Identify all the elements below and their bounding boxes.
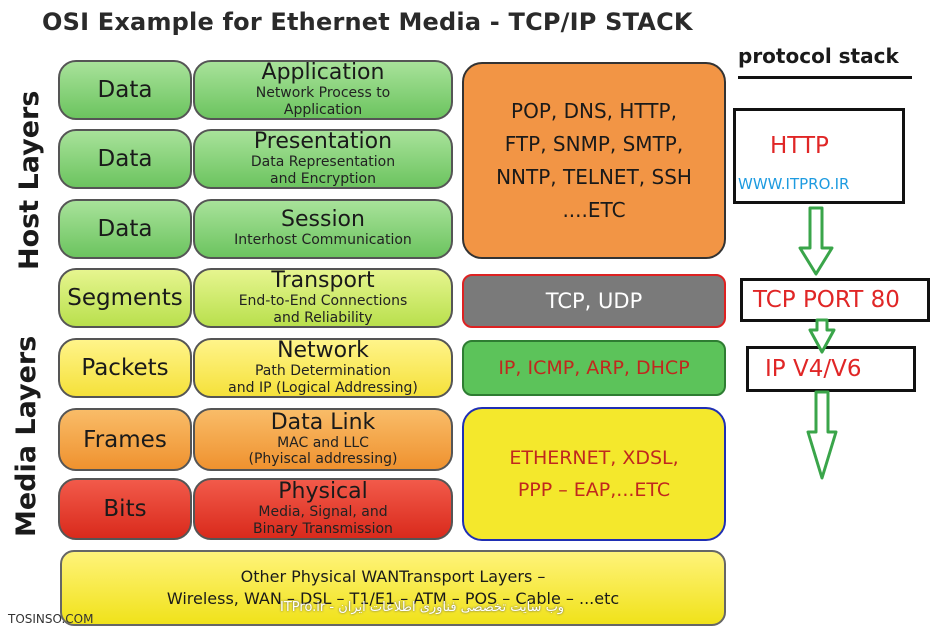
unit-label: Data bbox=[97, 146, 153, 172]
tcp-port-box: TCP PORT 80 bbox=[740, 278, 930, 322]
layer-desc: Binary Transmission bbox=[253, 520, 393, 537]
watermark-center: ITPro.ir - وب سایت تخصصی فناوری اطلاعات … bbox=[280, 600, 565, 615]
layer-data-link: Data Link MAC and LLC (Phyiscal addressi… bbox=[193, 408, 453, 471]
unit-bits: Bits bbox=[58, 478, 192, 540]
layer-desc: Network Process to bbox=[255, 85, 391, 102]
layer-name: Transport bbox=[271, 268, 375, 294]
layer-desc: Application bbox=[283, 101, 363, 118]
unit-data-application: Data bbox=[58, 60, 192, 120]
layer-session: Session Interhost Communication bbox=[193, 199, 453, 259]
unit-packets: Packets bbox=[58, 338, 192, 398]
stack-arrows bbox=[798, 206, 838, 480]
layer-desc: and Reliability bbox=[273, 309, 373, 326]
application-protocols-box: POP, DNS, HTTP, FTP, SNMP, SMTP, NNTP, T… bbox=[462, 62, 726, 259]
protocol-line: POP, DNS, HTTP, bbox=[511, 98, 677, 123]
layer-desc: Path Determination bbox=[254, 363, 391, 380]
ip-version-label: IP V4/V6 bbox=[765, 356, 862, 382]
unit-data-session: Data bbox=[58, 199, 192, 259]
other-wan-layers-box: Other Physical WANTransport Layers – Wir… bbox=[60, 550, 726, 626]
heading-underline bbox=[738, 76, 912, 79]
layer-desc: Interhost Communication bbox=[234, 232, 412, 249]
protocol-line: ....ETC bbox=[562, 197, 626, 222]
unit-label: Data bbox=[97, 216, 153, 242]
unit-label: Data bbox=[97, 77, 153, 103]
layer-desc: Media, Signal, and bbox=[258, 504, 388, 521]
arrow-down-icon bbox=[808, 318, 836, 354]
unit-label: Segments bbox=[67, 285, 183, 311]
bottom-line: Wireless, WAN – DSL – T1/E1 – ATM – POS … bbox=[166, 589, 620, 608]
http-label: HTTP bbox=[770, 133, 829, 159]
layer-physical: Physical Media, Signal, and Binary Trans… bbox=[193, 478, 453, 540]
layer-name: Session bbox=[281, 207, 365, 233]
layer-name: Presentation bbox=[253, 129, 393, 155]
protocol-line: NNTP, TELNET, SSH bbox=[496, 164, 692, 189]
layer-desc: and Encryption bbox=[270, 170, 376, 187]
unit-label: Bits bbox=[103, 496, 147, 522]
ip-version-box: IP V4/V6 bbox=[746, 346, 916, 392]
unit-label: Packets bbox=[81, 355, 169, 381]
layer-network: Network Path Determination and IP (Logic… bbox=[193, 338, 453, 398]
layer-desc: (Phyiscal addressing) bbox=[248, 451, 398, 467]
protocol-stack-heading: protocol stack bbox=[738, 44, 899, 68]
tcp-port-label: TCP PORT 80 bbox=[753, 287, 900, 313]
transport-protocols-box: TCP, UDP bbox=[462, 274, 726, 328]
unit-data-presentation: Data bbox=[58, 129, 192, 189]
layer-name: Application bbox=[261, 60, 385, 86]
layer-presentation: Presentation Data Representation and Enc… bbox=[193, 129, 453, 189]
unit-segments: Segments bbox=[58, 268, 192, 328]
layer-transport: Transport End-to-End Connections and Rel… bbox=[193, 268, 453, 328]
layer-name: Physical bbox=[278, 479, 368, 505]
host-layers-label: Host Layers bbox=[14, 90, 45, 270]
layer-name: Network bbox=[277, 338, 369, 364]
media-layers-label: Media Layers bbox=[11, 335, 42, 537]
protocol-line: ETHERNET, XDSL, bbox=[509, 446, 679, 469]
watermark-left: TOSINSO.COM bbox=[8, 612, 94, 626]
layer-desc: Data Representation bbox=[250, 154, 396, 171]
diagram-title: OSI Example for Ethernet Media - TCP/IP … bbox=[42, 8, 693, 36]
link-protocols-box: ETHERNET, XDSL, PPP – EAP,...ETC bbox=[462, 407, 726, 541]
arrow-down-icon bbox=[806, 390, 838, 480]
site-label: WWW.ITPRO.IR bbox=[738, 175, 850, 193]
http-box: HTTP WWW.ITPRO.IR bbox=[733, 108, 905, 204]
layer-desc: End-to-End Connections bbox=[238, 293, 408, 310]
network-protocols-box: IP, ICMP, ARP, DHCP bbox=[462, 340, 726, 396]
unit-frames: Frames bbox=[58, 408, 192, 471]
layer-application: Application Network Process to Applicati… bbox=[193, 60, 453, 120]
protocol-line: PPP – EAP,...ETC bbox=[517, 479, 671, 501]
bottom-line: Other Physical WANTransport Layers – bbox=[240, 566, 546, 586]
arrow-down-icon bbox=[798, 206, 834, 276]
protocol-line: FTP, SNMP, SMTP, bbox=[504, 131, 684, 156]
unit-label: Frames bbox=[83, 426, 167, 453]
layer-name: Data Link bbox=[270, 409, 376, 435]
layer-desc: MAC and LLC bbox=[277, 434, 369, 451]
layer-desc: and IP (Logical Addressing) bbox=[228, 379, 418, 396]
